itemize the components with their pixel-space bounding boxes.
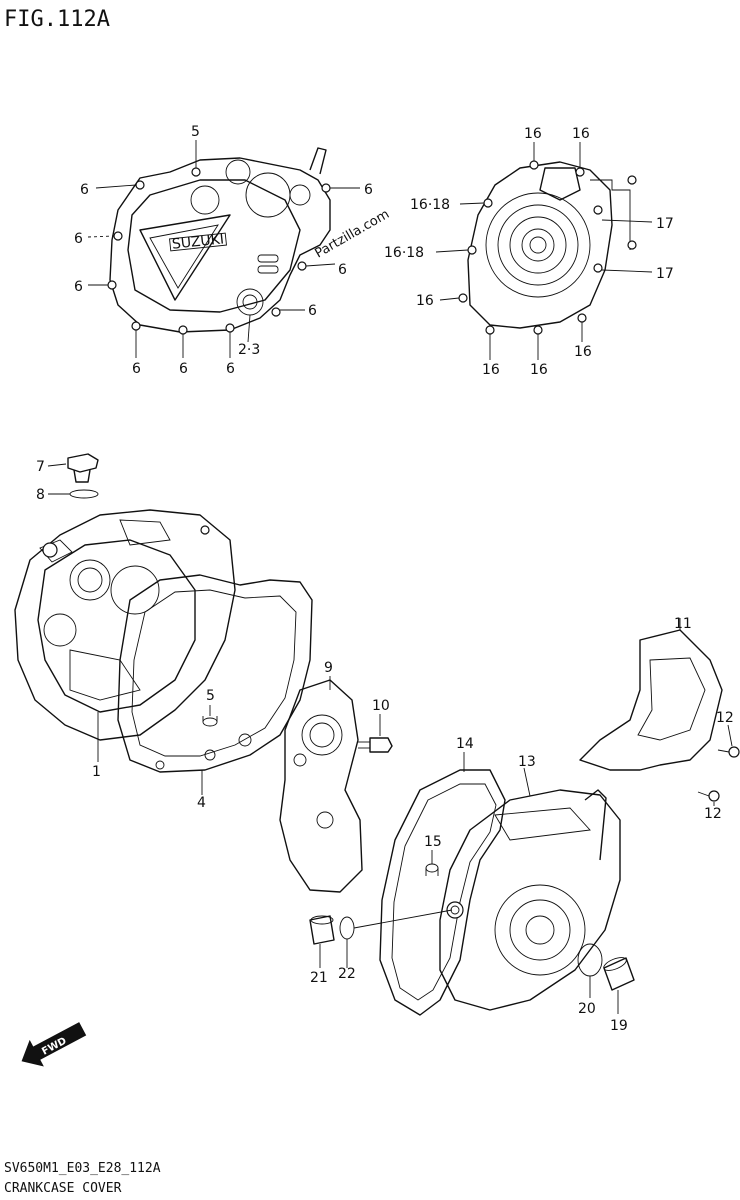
bolt-10: 10: [358, 698, 393, 753]
clutch-cover-part: 1: [14, 509, 236, 780]
callout-10: 10: [372, 698, 390, 714]
sprocket-cover-11: 11: [579, 616, 723, 771]
cap-and-oring-19-20: 20 19: [577, 943, 635, 1034]
callout-22: 22: [338, 966, 356, 982]
figure-code: SV650M1_E03_E28_112A: [4, 1161, 161, 1176]
callout-16: 16: [416, 293, 434, 309]
generator-cover-detail: 16 16 16·18 16·18 16 17 17 16 16 16: [384, 126, 674, 378]
callout-14: 14: [456, 736, 474, 752]
plug-and-oring-21-22: 21 22: [309, 909, 453, 986]
callout-6: 6: [80, 182, 89, 198]
callout-6: 6: [74, 279, 83, 295]
callout-5-top: 5: [191, 124, 200, 140]
dowel-pin-15: 15: [424, 834, 442, 876]
callout-6: 6: [132, 361, 141, 377]
callout-15: 15: [424, 834, 442, 850]
callout-8: 8: [36, 487, 45, 503]
callout-20: 20: [578, 1001, 596, 1017]
callout-16-18: 16·18: [410, 197, 450, 213]
filler-cap-assembly: 7 8: [36, 453, 99, 503]
callout-6: 6: [179, 361, 188, 377]
callout-17: 17: [656, 216, 674, 232]
callout-21: 21: [310, 970, 328, 986]
watermark-text: Partzilla.com: [313, 207, 393, 262]
callout-11: 11: [674, 616, 692, 632]
clutch-cover-detail: SUZUKI 5 6 6 6 6 6 6 2·3 6 6 6: [74, 124, 373, 377]
callout-16: 16: [524, 126, 542, 142]
callout-6: 6: [364, 182, 373, 198]
figure-title: FIG.112A: [4, 7, 110, 32]
callout-9: 9: [324, 660, 333, 676]
callout-16: 16: [482, 362, 500, 378]
callout-17: 17: [656, 266, 674, 282]
callout-13: 13: [518, 754, 536, 770]
callout-19: 19: [610, 1018, 628, 1034]
callout-6: 6: [308, 303, 317, 319]
callout-1: 1: [92, 764, 101, 780]
callout-4: 4: [197, 795, 206, 811]
callout-6: 6: [338, 262, 347, 278]
callout-5-dowel: 5: [206, 688, 215, 704]
figure-caption: CRANKCASE COVER: [4, 1181, 122, 1196]
clutch-cover-gasket: 4 5: [117, 574, 313, 811]
callout-16: 16: [530, 362, 548, 378]
callout-6: 6: [74, 231, 83, 247]
callout-12: 12: [716, 710, 734, 726]
generator-cover-part: 13: [439, 754, 621, 1011]
generator-cover-gasket-14: 14: [379, 736, 506, 1016]
callout-6: 6: [226, 361, 235, 377]
callout-16: 16: [574, 344, 592, 360]
bolts-12: 12 12: [697, 710, 740, 822]
callout-16: 16: [572, 126, 590, 142]
fwd-arrow-icon: FWD: [21, 1022, 87, 1067]
suzuki-logo-text: SUZUKI: [171, 231, 224, 252]
generator-cover-gasket-9: 9: [279, 660, 363, 893]
callout-12: 12: [704, 806, 722, 822]
callout-2-3: 2·3: [238, 342, 260, 358]
callout-7: 7: [36, 459, 45, 475]
callout-16-18: 16·18: [384, 245, 424, 261]
